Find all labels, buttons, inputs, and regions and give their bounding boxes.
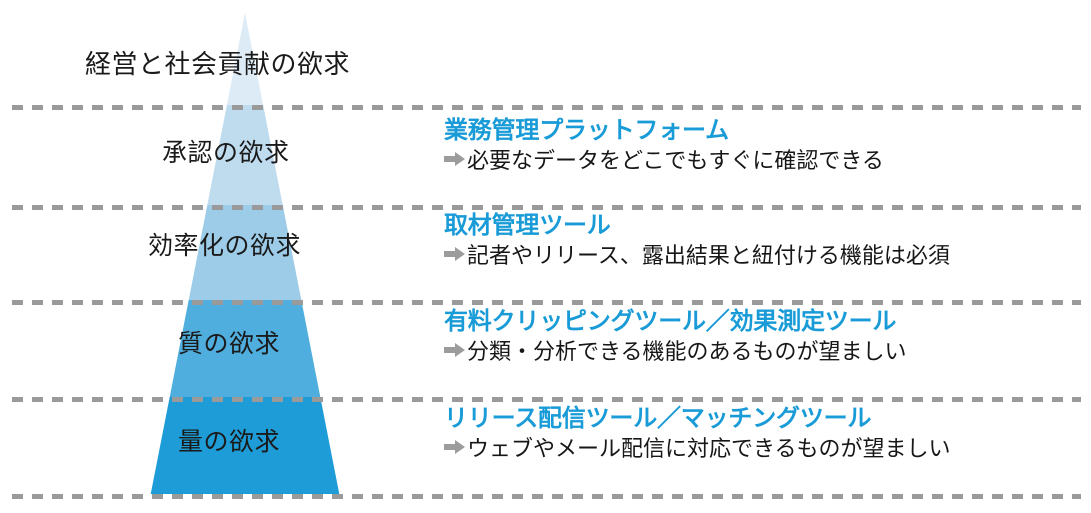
note-detail-row-4: ウェブやメール配信に対応できるものが望ましい: [444, 436, 1089, 462]
pyramid-tier-3-shape: [169, 300, 321, 397]
pyramid-tier-label-1: 承認の欲求: [162, 140, 290, 167]
pyramid-tier-0-shape: [226, 13, 264, 105]
note-detail-row-1: 必要なデータをどこでもすぐに確認できる: [444, 148, 1089, 174]
note-headline-4: リリース配信ツール／マッチングツール: [444, 405, 872, 432]
right-arrow-icon: [444, 440, 466, 455]
pyramid-tier-1-shape: [207, 105, 283, 205]
right-arrow-icon: [444, 343, 466, 358]
pyramid-tier-4-shape: [150, 397, 340, 494]
note-detail-3: 分類・分析できる機能のあるものが望ましい: [467, 339, 907, 365]
pyramid-tier-2-shape: [188, 205, 302, 300]
note-headline-3: 有料クリッピングツール／効果測定ツール: [444, 308, 897, 335]
note-detail-row-2: 記者やリリース、露出結果と紐付ける機能は必須: [444, 243, 1089, 269]
note-block-2: 取材管理ツール 記者やリリース、露出結果と紐付ける機能は必須: [444, 213, 1089, 268]
note-block-1: 業務管理プラットフォーム 必要なデータをどこでもすぐに確認できる: [444, 118, 1089, 173]
note-detail-2: 記者やリリース、露出結果と紐付ける機能は必須: [467, 243, 950, 269]
right-arrow-icon: [444, 152, 466, 167]
divider-line-4: [12, 397, 1081, 402]
needs-pyramid: [150, 13, 340, 494]
pyramid-tier-label-2: 効率化の欲求: [148, 233, 302, 260]
note-headline-2: 取材管理ツール: [444, 212, 611, 239]
pyramid-tier-label-3: 質の欲求: [178, 331, 281, 358]
divider-line-2: [12, 205, 1081, 210]
note-block-4: リリース配信ツール／マッチングツール ウェブやメール配信に対応できるものが望まし…: [444, 406, 1089, 461]
note-detail-row-3: 分類・分析できる機能のあるものが望ましい: [444, 339, 1089, 365]
divider-line-5: [12, 494, 1081, 499]
pyramid-tier-label-4: 量の欲求: [178, 429, 281, 456]
note-headline-1: 業務管理プラットフォーム: [444, 117, 729, 144]
right-arrow-icon: [444, 247, 466, 262]
note-block-3: 有料クリッピングツール／効果測定ツール 分類・分析できる機能のあるものが望ましい: [444, 309, 1089, 364]
note-detail-1: 必要なデータをどこでもすぐに確認できる: [467, 148, 884, 174]
pyramid-tier-label-0: 経営と社会貢献の欲求: [85, 50, 351, 79]
note-detail-4: ウェブやメール配信に対応できるものが望ましい: [467, 436, 951, 462]
divider-line-1: [12, 105, 1081, 110]
divider-line-3: [12, 300, 1081, 305]
